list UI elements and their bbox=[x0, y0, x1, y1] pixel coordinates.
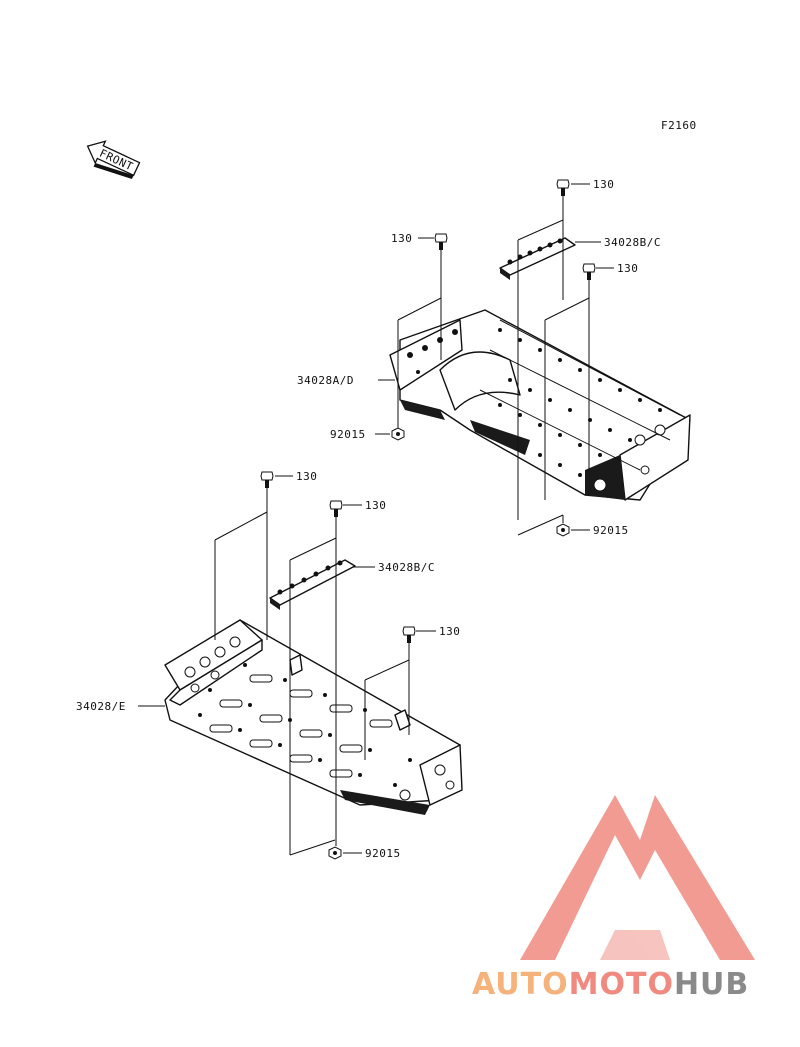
bolt-label: 130 bbox=[391, 232, 412, 245]
footboard-label: 34028A/D bbox=[297, 374, 354, 387]
bolt-label: 130 bbox=[593, 178, 614, 191]
tread-plate-lower bbox=[269, 559, 356, 610]
watermark-logo bbox=[520, 795, 755, 960]
bolt-label: 130 bbox=[617, 262, 638, 275]
tread-plate-upper bbox=[499, 237, 576, 280]
nut-label: 92015 bbox=[593, 524, 629, 537]
footboard-label: 34028/E bbox=[76, 700, 126, 713]
bolt-icon bbox=[329, 500, 343, 517]
watermark-text: AUTOMOTOHUB bbox=[472, 967, 749, 1002]
diagram-code: F2160 bbox=[661, 119, 697, 132]
nut-label: 92015 bbox=[330, 428, 366, 441]
footboard-right bbox=[389, 309, 691, 501]
leader-lines bbox=[138, 183, 614, 856]
bolt-icon bbox=[556, 179, 570, 196]
footboard-left bbox=[164, 619, 463, 815]
nut-icon bbox=[556, 523, 570, 537]
bolt-icon bbox=[582, 263, 596, 280]
bolt-label: 130 bbox=[296, 470, 317, 483]
bolt-icon bbox=[260, 471, 274, 488]
tread-plate-label: 34028B/C bbox=[378, 561, 435, 574]
bolt-icon bbox=[402, 626, 416, 643]
nut-icon bbox=[391, 427, 405, 441]
nut-icon bbox=[328, 846, 342, 860]
nut-label: 92015 bbox=[365, 847, 401, 860]
bolt-label: 130 bbox=[365, 499, 386, 512]
bolt-label: 130 bbox=[439, 625, 460, 638]
tread-plate-label: 34028B/C bbox=[604, 236, 661, 249]
front-arrow-icon: FRONT bbox=[86, 140, 141, 179]
bolt-icon bbox=[434, 233, 448, 250]
